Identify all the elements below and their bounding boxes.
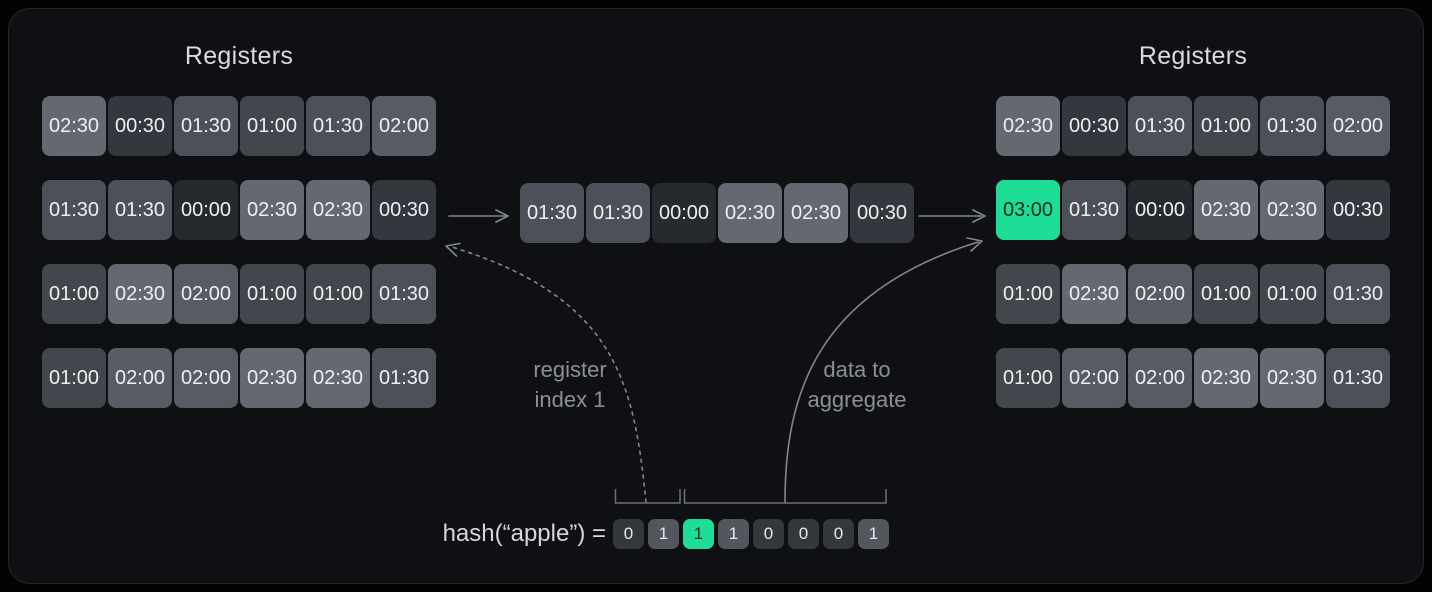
- register-cell: 01:30: [1128, 96, 1192, 156]
- register-cell: 01:00: [1194, 264, 1258, 324]
- register-cell: 01:00: [42, 348, 106, 408]
- register-cell: 02:30: [240, 180, 304, 240]
- register-cell: 02:30: [1062, 264, 1126, 324]
- register-cell: 01:30: [306, 96, 370, 156]
- register-cell: 02:00: [174, 264, 238, 324]
- register-cell: 02:30: [1194, 180, 1258, 240]
- hash-bit: 1: [858, 519, 889, 549]
- hash-bit: 0: [753, 519, 784, 549]
- register-index-annotation: register index 1: [490, 355, 650, 415]
- register-cell: 02:00: [1062, 348, 1126, 408]
- register-cell: 01:00: [240, 264, 304, 324]
- register-cell: 01:00: [996, 348, 1060, 408]
- register-cell: 02:00: [174, 348, 238, 408]
- register-cell: 02:30: [718, 183, 782, 243]
- left-registers-title: Registers: [184, 42, 294, 70]
- register-cell: 02:30: [1260, 348, 1324, 408]
- hash-expression-label: hash(“apple”) =: [442, 520, 606, 547]
- data-to-aggregate-annotation: data to aggregate: [777, 355, 937, 415]
- register-cell: 02:00: [372, 96, 436, 156]
- register-cell: 02:30: [42, 96, 106, 156]
- register-cell: 02:30: [784, 183, 848, 243]
- register-cell: 02:30: [1194, 348, 1258, 408]
- data-to-aggregate-line2: aggregate: [807, 387, 907, 412]
- hash-bit-highlighted: 1: [683, 519, 714, 549]
- register-cell: 01:30: [1260, 96, 1324, 156]
- register-cell: 02:30: [108, 264, 172, 324]
- register-cell: 02:30: [996, 96, 1060, 156]
- register-index-line1: register: [533, 357, 607, 382]
- data-to-aggregate-line1: data to: [823, 357, 891, 382]
- register-cell: 00:30: [850, 183, 914, 243]
- register-cell: 01:30: [174, 96, 238, 156]
- register-cell: 01:00: [1260, 264, 1324, 324]
- register-cell: 00:00: [174, 180, 238, 240]
- register-cell: 01:30: [1326, 264, 1390, 324]
- register-cell: 01:30: [372, 348, 436, 408]
- register-cell-highlighted: 03:00: [996, 180, 1060, 240]
- register-cell: 02:30: [1260, 180, 1324, 240]
- register-cell: 02:30: [306, 180, 370, 240]
- register-cell: 02:00: [1326, 96, 1390, 156]
- hash-bit: 0: [613, 519, 644, 549]
- register-cell: 01:00: [240, 96, 304, 156]
- hash-bit: 1: [718, 519, 749, 549]
- hash-bit: 0: [788, 519, 819, 549]
- register-cell: 00:30: [372, 180, 436, 240]
- register-cell: 01:00: [306, 264, 370, 324]
- register-cell: 01:30: [586, 183, 650, 243]
- register-cell: 02:30: [240, 348, 304, 408]
- hash-bit: 1: [648, 519, 679, 549]
- hash-bit: 0: [823, 519, 854, 549]
- register-cell: 01:00: [1194, 96, 1258, 156]
- register-cell: 00:30: [108, 96, 172, 156]
- register-cell: 01:00: [996, 264, 1060, 324]
- register-cell: 00:00: [1128, 180, 1192, 240]
- register-cell: 00:30: [1326, 180, 1390, 240]
- register-cell: 00:30: [1062, 96, 1126, 156]
- register-cell: 01:30: [1062, 180, 1126, 240]
- register-cell: 01:30: [1326, 348, 1390, 408]
- register-cell: 01:00: [42, 264, 106, 324]
- register-cell: 02:00: [1128, 264, 1192, 324]
- register-cell: 01:30: [520, 183, 584, 243]
- right-registers-title: Registers: [1138, 42, 1248, 70]
- register-cell: 02:00: [1128, 348, 1192, 408]
- register-cell: 02:30: [306, 348, 370, 408]
- register-index-line2: index 1: [534, 387, 606, 412]
- register-cell: 01:30: [108, 180, 172, 240]
- register-cell: 00:00: [652, 183, 716, 243]
- register-cell: 01:30: [372, 264, 436, 324]
- register-cell: 01:30: [42, 180, 106, 240]
- register-cell: 02:00: [108, 348, 172, 408]
